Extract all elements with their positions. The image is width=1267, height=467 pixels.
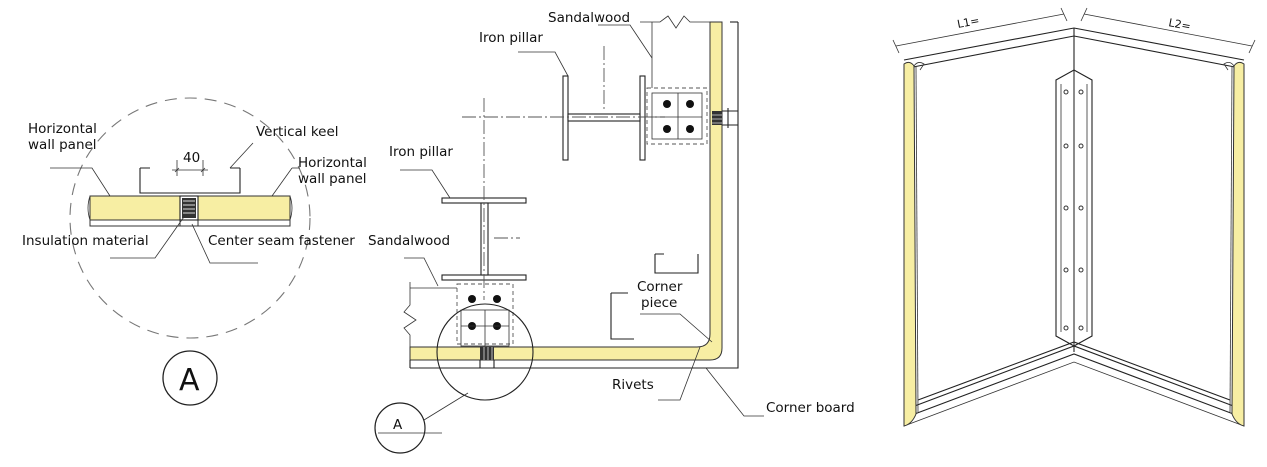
leader-panel-right [271, 167, 293, 197]
wall-bottom-edge [903, 345, 1245, 411]
sandalwood-top-block [646, 87, 708, 145]
section-marker-circle [374, 402, 426, 454]
corner-board-shape [410, 22, 739, 369]
leader-corner-board [705, 367, 764, 417]
left-seam-insulation [480, 347, 494, 360]
section-marker-label: A [393, 417, 403, 433]
rivet-holes [1063, 89, 1084, 331]
leader-insulation [110, 213, 187, 259]
corner-wall-panel [409, 21, 723, 361]
leader-keel [229, 142, 254, 169]
label-vertical-keel: Vertical keel [256, 124, 339, 140]
detail-a: 40 Horizontal wall panel Vertical keel H… [22, 97, 367, 406]
label-center-seam-fastener: Center seam fastener [208, 233, 355, 249]
break-line-top [640, 15, 710, 29]
dimension-40: 40 [172, 150, 208, 176]
leader-fastener [191, 223, 258, 264]
dimension-l2: L2= [1080, 7, 1256, 54]
detail-circle [69, 97, 311, 339]
top-seam-insulation [712, 111, 722, 125]
label-insulation-material: Insulation material [22, 233, 149, 249]
label-horizontal-wall-panel-left-2: wall panel [28, 137, 97, 153]
label-iron-pillar-top: Iron pillar [479, 30, 543, 46]
label-horizontal-wall-panel-right-2: wall panel [298, 171, 367, 187]
label-iron-pillar-left: Iron pillar [389, 144, 453, 160]
leader-panel-left [50, 167, 111, 197]
perspective-view: L1= L2= [892, 7, 1256, 427]
label-horizontal-wall-panel-left-1: Horizontal [28, 121, 97, 137]
leader-sandalwood-top [598, 24, 653, 59]
wall-panel-left [89, 195, 181, 221]
label-horizontal-wall-panel-right-1: Horizontal [298, 155, 367, 171]
label-rivets: Rivets [612, 377, 654, 393]
section-circle [436, 303, 534, 401]
leader-sandalwood-left [404, 257, 439, 287]
wall-panel-right [197, 195, 291, 221]
label-corner-board: Corner board [766, 400, 855, 416]
bolts-left [461, 295, 509, 346]
label-corner-piece-2: piece [641, 295, 677, 311]
plan-view: A Sandalwood Iron pillar Iron pillar San… [368, 10, 855, 454]
vertical-keel-shape [139, 168, 241, 194]
label-sandalwood-top: Sandalwood [548, 10, 630, 26]
detail-marker-label: A [179, 363, 200, 398]
dimension-l1: L1= [892, 7, 1068, 54]
leader-iron-pillar-left [400, 169, 451, 199]
iron-pillar-top-shape [562, 75, 646, 161]
detail-marker-circle [162, 350, 218, 406]
label-l2: L2= [1167, 16, 1191, 33]
leader-corner-piece [640, 313, 713, 343]
break-line-left [403, 282, 417, 347]
label-sandalwood-left: Sandalwood [368, 233, 450, 249]
left-wall-panel-edge [903, 61, 917, 427]
right-wall-panel-edge [1231, 61, 1245, 427]
leader-rivets [658, 346, 701, 401]
corner-piece-left [610, 292, 634, 340]
dimension-40-label: 40 [183, 150, 200, 166]
corner-piece-top [654, 253, 699, 274]
label-l1: L1= [956, 14, 980, 31]
bolts-top [652, 93, 702, 139]
label-corner-piece-1: Corner [637, 279, 683, 295]
leader-iron-pillar-top [518, 51, 569, 77]
